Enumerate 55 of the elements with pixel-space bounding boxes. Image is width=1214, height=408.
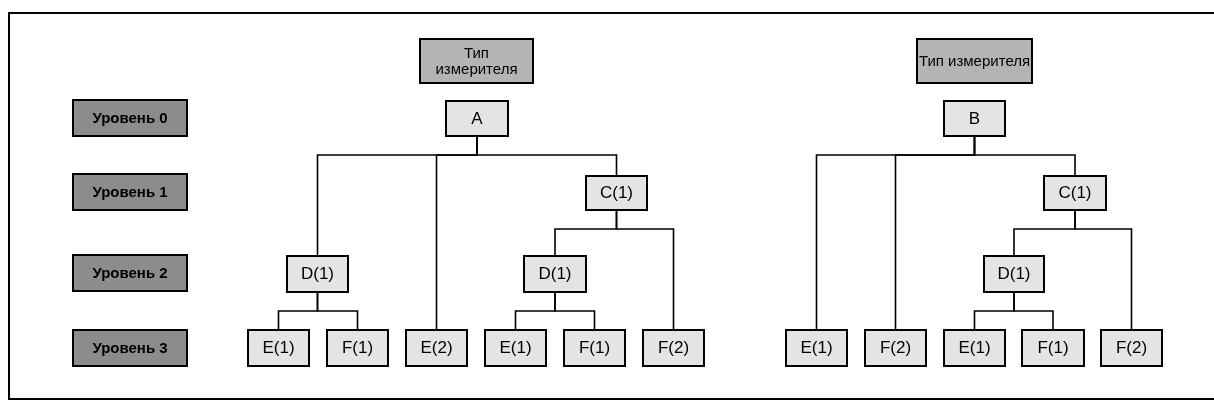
tree-node-box [943,100,1006,137]
node-label: Тип измерителя [918,53,1031,69]
tree-node-box [484,329,547,367]
node-label: F(1) [1037,337,1069,360]
node-label: D(1) [300,263,335,286]
node-label: Уровень 0 [92,107,168,128]
node-label: F(1) [578,337,611,360]
tree-node-box [785,329,848,367]
node-label: E(1) [499,337,532,360]
node-label: Тип измерителя [434,45,519,77]
level-box [72,99,188,137]
node-label: A [471,107,483,130]
level-box [72,254,188,292]
tree-node-box [943,329,1006,367]
header-box [419,38,534,84]
node-label: E(1) [800,337,833,360]
tree-node-box [405,329,468,367]
node-label: E(1) [958,337,991,360]
header-box [916,38,1033,84]
tree-node-box [247,329,310,367]
tree-node-box [523,255,587,293]
tree-node-box [983,255,1045,293]
node-label: C(1) [599,182,634,205]
connector-line [973,136,1076,176]
tree-node-box [326,329,389,367]
node-label: F(2) [879,337,912,360]
node-label: F(2) [1115,337,1148,360]
node-label: D(1) [997,263,1031,286]
tree-node-box [445,100,509,137]
node-label: D(1) [538,263,572,286]
node-label: F(2) [657,337,690,360]
tree-node-box [1021,329,1085,367]
tree-node-box [1043,175,1107,211]
connector-line [1074,210,1133,330]
node-label: E(1) [262,337,295,360]
connector-line [554,292,596,330]
node-label: Уровень 3 [92,337,168,358]
connector-line [316,292,359,330]
level-box [72,329,188,367]
tree-node-box [585,175,648,211]
connector-line [1013,292,1054,330]
level-box [72,173,188,211]
connector-line [476,136,618,176]
node-label: E(2) [420,337,453,360]
connector-line [615,210,675,330]
tree-node-box [563,329,626,367]
node-label: B [968,107,981,130]
node-label: Уровень 1 [92,181,168,202]
tree-node-box [1100,329,1163,367]
node-label: Уровень 2 [92,262,168,283]
tree-node-box [642,329,705,367]
node-label: C(1) [1058,182,1092,205]
tree-node-box [864,329,927,367]
node-label: F(1) [341,337,374,360]
tree-node-box [286,255,349,293]
